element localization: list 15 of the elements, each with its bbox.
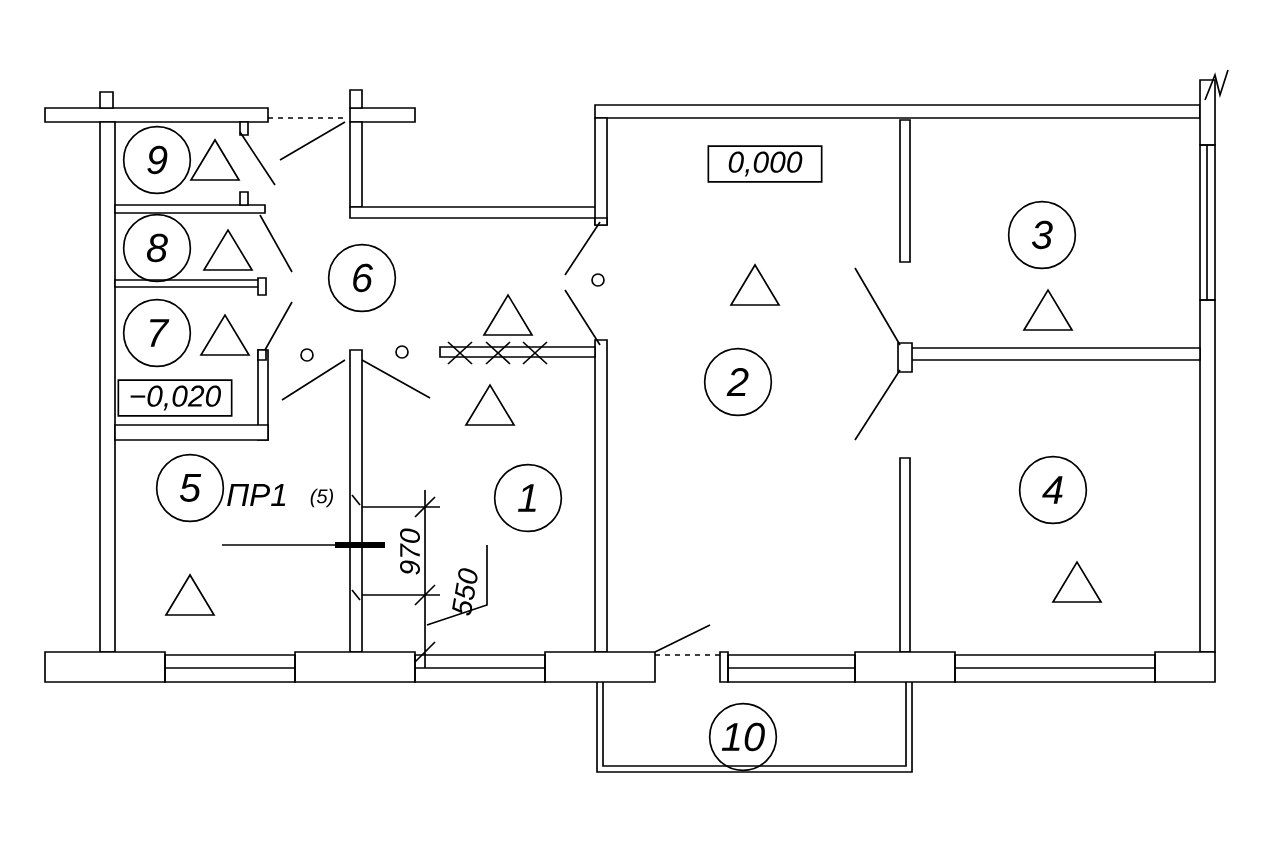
opening-label: (5) <box>310 488 334 508</box>
room-number: 4 <box>1018 455 1088 525</box>
room-number: 7 <box>122 298 192 368</box>
level-mark: 0,000 <box>707 145 823 183</box>
room-number: 9 <box>122 125 192 195</box>
room-number: 2 <box>703 347 773 417</box>
room-number: 3 <box>1007 200 1077 270</box>
room-number: 8 <box>122 213 192 283</box>
room-number: 1 <box>493 463 563 533</box>
room-number: 10 <box>708 702 778 772</box>
room-number: 5 <box>155 453 225 523</box>
level-mark: −0,020 <box>117 379 233 417</box>
dimension-text: 550 <box>452 568 478 616</box>
dimension-text: 970 <box>399 528 421 575</box>
room-number: 6 <box>327 243 397 313</box>
